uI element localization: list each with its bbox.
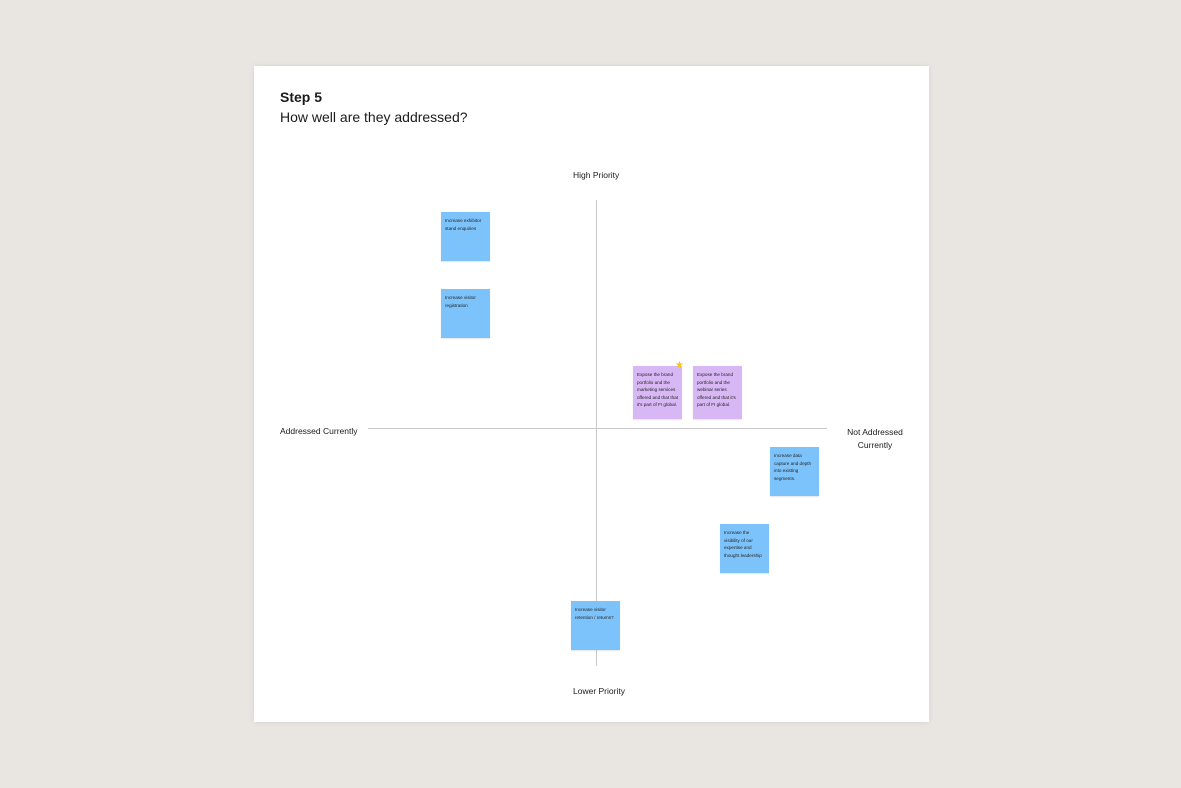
sticky-note[interactable]: Increase visitor registration	[441, 289, 490, 338]
prioritization-board: Step 5 How well are they addressed? High…	[254, 66, 929, 722]
sticky-note[interactable]: Increase visitor retention / returns?	[571, 601, 620, 650]
addressed-axis	[368, 428, 827, 429]
sticky-note[interactable]: Expose the brand portfolio and the webin…	[693, 366, 742, 419]
star-icon: ★	[675, 360, 684, 371]
axis-label-lower-priority: Lower Priority	[573, 686, 625, 696]
priority-axis	[596, 200, 597, 666]
axis-label-not-addressed: Not Addressed Currently	[847, 427, 903, 450]
sticky-note[interactable]: Expose the brand portfolio and the marke…	[633, 366, 682, 419]
step-title: Step 5	[280, 89, 323, 105]
step-question: How well are they addressed?	[280, 109, 468, 125]
sticky-note[interactable]: Increase data capture and depth into exi…	[770, 447, 819, 496]
axis-label-addressed: Addressed Currently	[280, 426, 358, 436]
sticky-note[interactable]: Increase exhibitor stand enquiries	[441, 212, 490, 261]
sticky-note[interactable]: Increase the visibility of our expertise…	[720, 524, 769, 573]
axis-label-high-priority: High Priority	[573, 170, 620, 180]
